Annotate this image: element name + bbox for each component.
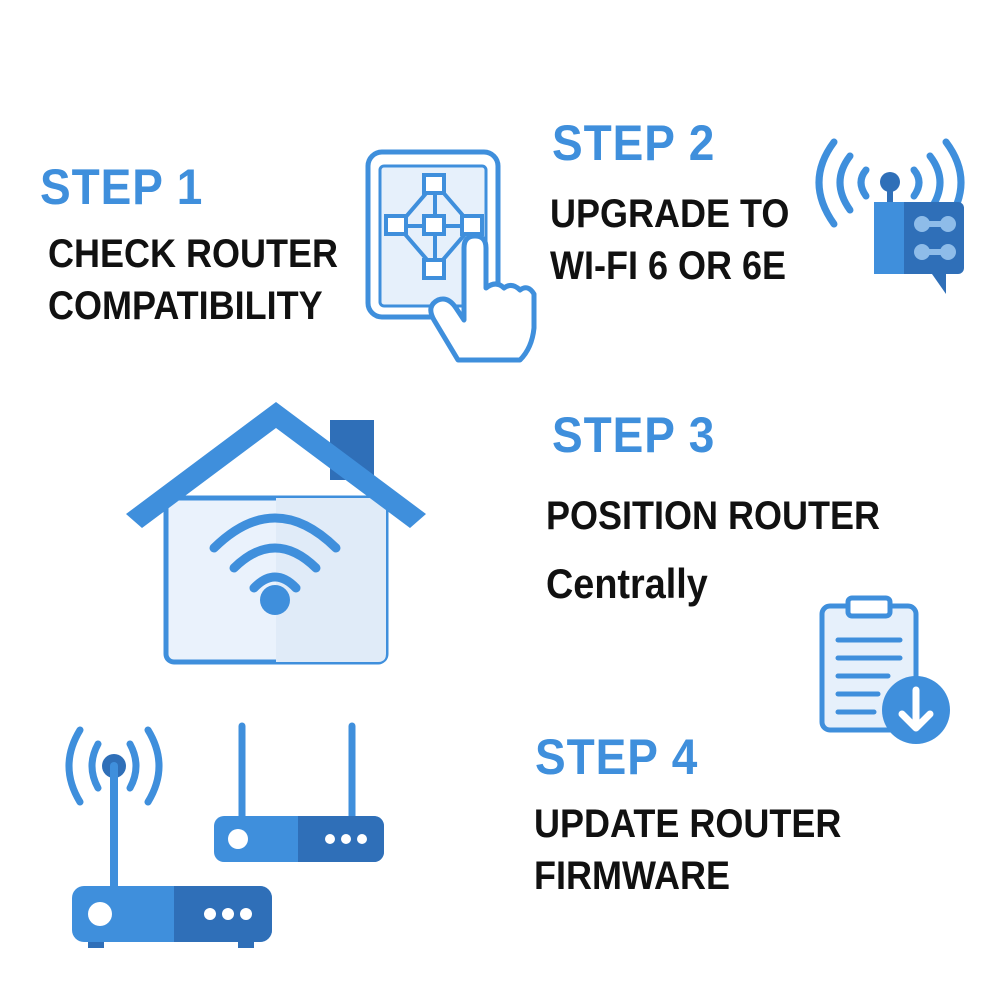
step-1-text: CHECK ROUTER COMPATIBILITY — [48, 228, 338, 332]
step-1-line-2: COMPATIBILITY — [48, 284, 323, 328]
house-wifi-icon — [126, 402, 426, 665]
step-4-line-2: FIRMWARE — [534, 854, 730, 898]
step-2-line-2: WI-FI 6 OR 6E — [550, 244, 787, 288]
step-1-label: STEP 1 — [40, 159, 204, 215]
tablet-tap-network-icon — [365, 149, 537, 363]
step-2-text: UPGRADE TO WI-FI 6 OR 6E — [550, 188, 789, 292]
clipboard-download-icon — [819, 595, 950, 744]
step-3-line-1: POSITION ROUTER — [546, 494, 881, 538]
step-3-label: STEP 3 — [552, 407, 716, 463]
wifi-broadcast-chip-icon — [815, 138, 965, 294]
router-antenna-icon — [65, 726, 272, 948]
step-3-line-2: Centrally — [546, 560, 708, 607]
step-4-label: STEP 4 — [535, 729, 699, 785]
step-2-label: STEP 2 — [552, 115, 716, 171]
step-4-text: UPDATE ROUTER FIRMWARE — [534, 798, 841, 902]
step-4-line-1: UPDATE ROUTER — [534, 802, 842, 846]
step-2-line-1: UPGRADE TO — [550, 192, 790, 236]
step-3-text: POSITION ROUTER Centrally — [546, 482, 880, 618]
router-dual-antenna-icon — [214, 722, 384, 862]
step-1-line-1: CHECK ROUTER — [48, 232, 339, 276]
